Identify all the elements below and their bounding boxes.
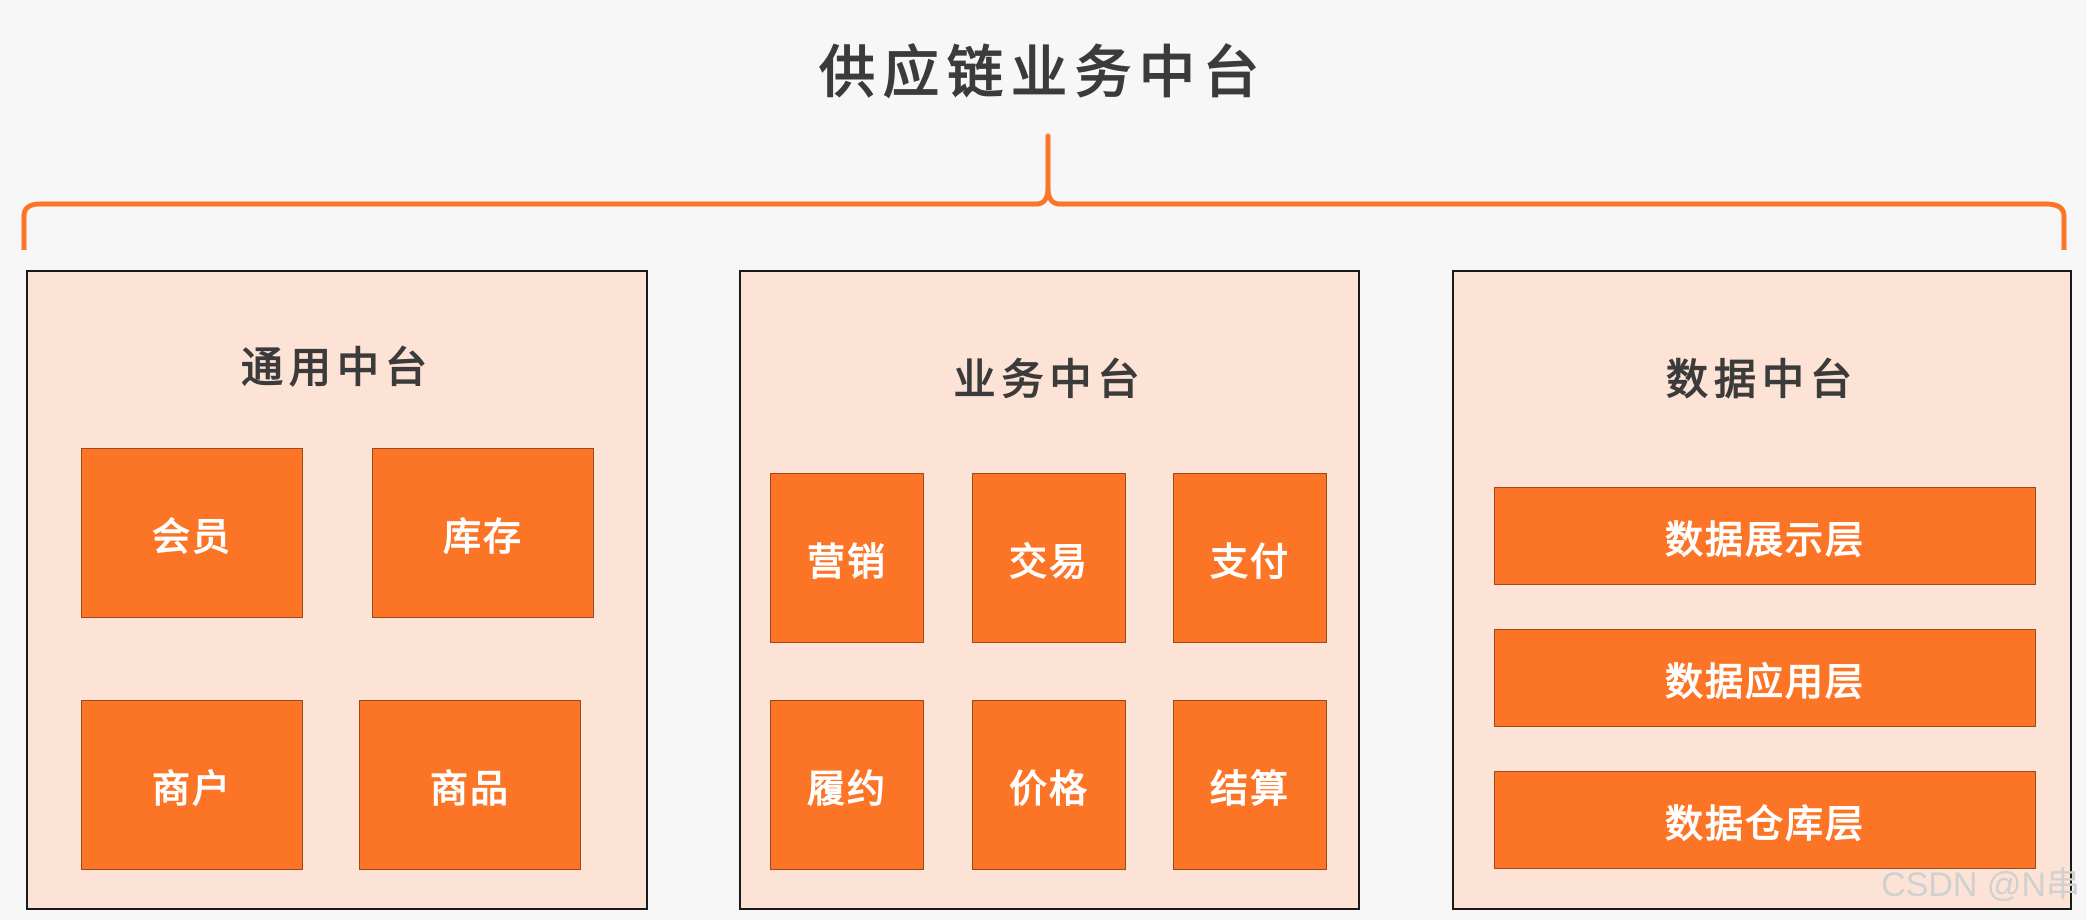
panel-title: 通用中台 xyxy=(240,343,433,392)
tile-merchant: 商户 xyxy=(81,700,303,870)
tile-member: 会员 xyxy=(81,448,303,618)
tile-transaction: 交易 xyxy=(972,473,1126,643)
overview-brace xyxy=(21,133,2067,250)
business-platform-panel: 业务中台 营销 交易 支付 履约 价格 结算 xyxy=(739,270,1360,910)
panel-title: 业务中台 xyxy=(953,355,1146,404)
panel-title: 数据中台 xyxy=(1665,355,1858,404)
tile-product: 商品 xyxy=(359,700,581,870)
tile-fulfillment: 履约 xyxy=(770,700,924,870)
diagram-title: 供应链业务中台 xyxy=(819,41,1267,106)
tile-data-application-layer: 数据应用层 xyxy=(1494,629,2036,727)
tile-payment: 支付 xyxy=(1173,473,1327,643)
tile-data-warehouse-layer: 数据仓库层 xyxy=(1494,771,2036,869)
tile-data-presentation-layer: 数据展示层 xyxy=(1494,487,2036,585)
general-platform-panel: 通用中台 会员 库存 商户 商品 xyxy=(26,270,648,910)
data-platform-panel: 数据中台 数据展示层 数据应用层 数据仓库层 xyxy=(1452,270,2072,910)
tile-settlement: 结算 xyxy=(1173,700,1327,870)
tile-price: 价格 xyxy=(972,700,1126,870)
tile-inventory: 库存 xyxy=(372,448,594,618)
tile-marketing: 营销 xyxy=(770,473,924,643)
watermark: CSDN @N串 xyxy=(1881,866,2080,904)
